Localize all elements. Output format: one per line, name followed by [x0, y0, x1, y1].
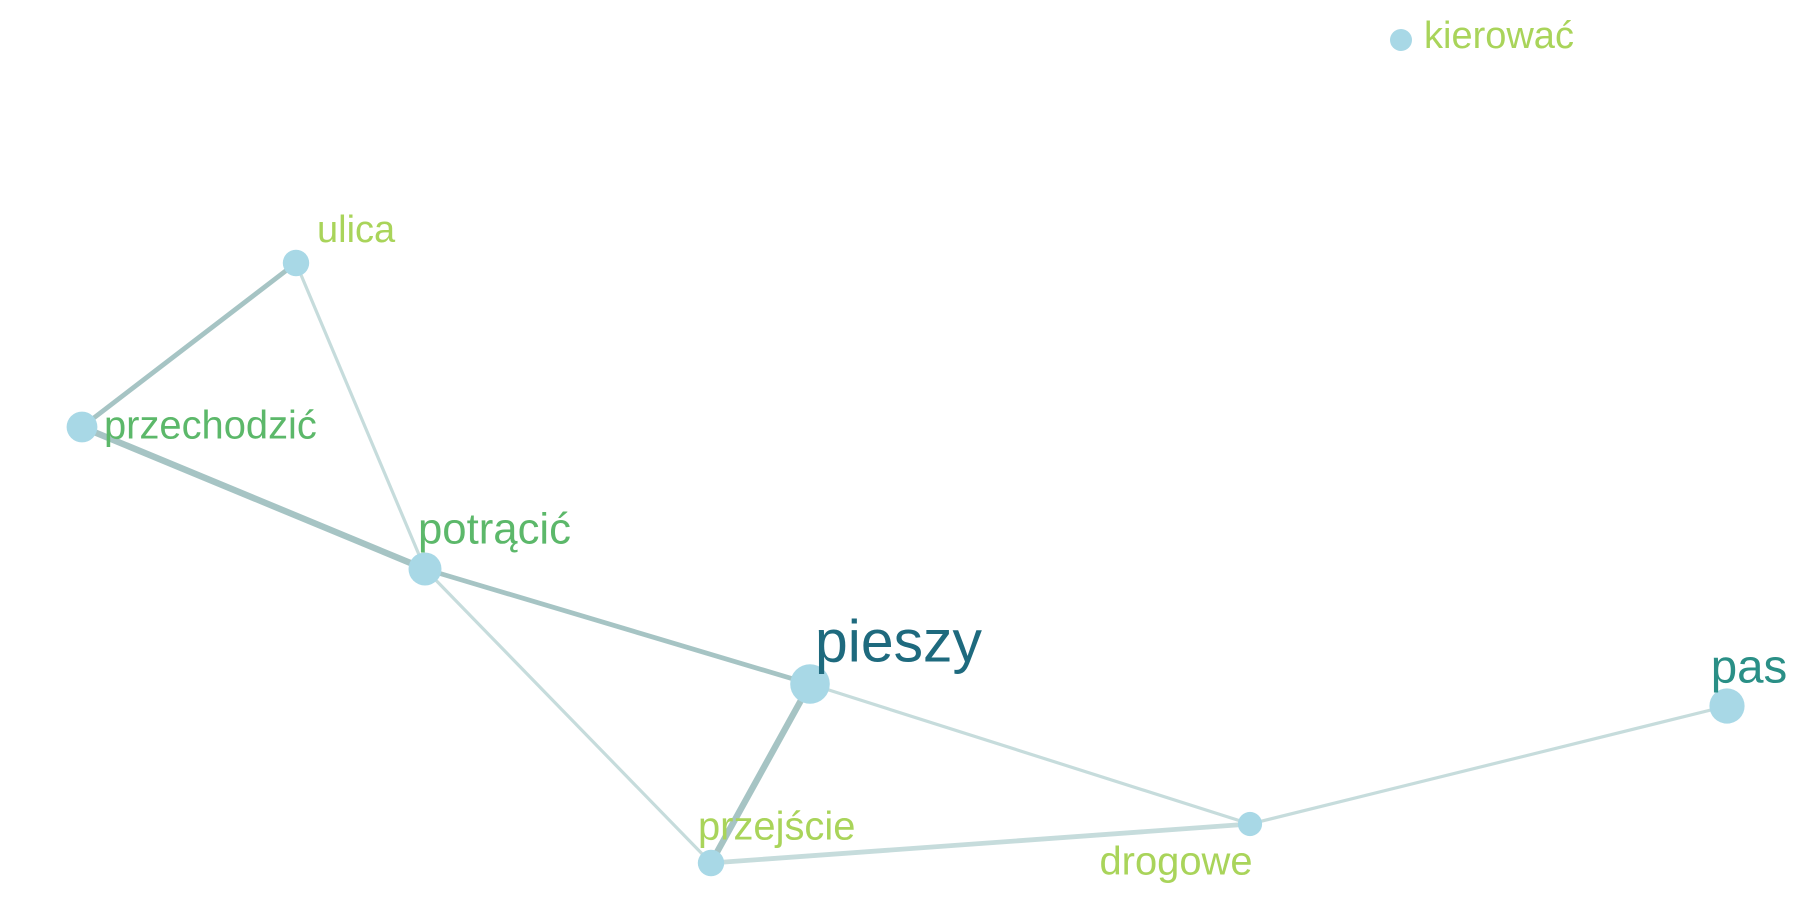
node-przechodzic[interactable] — [66, 411, 98, 443]
node-label-drogowe: drogowe — [1099, 840, 1252, 884]
edge-przejscie-drogowe — [708, 821, 1253, 866]
edge-potracic-przejscie — [423, 567, 713, 865]
node-pieszy[interactable] — [790, 664, 830, 704]
edge-pieszy-przejscie — [707, 680, 814, 867]
edge-przechodzic-potracic — [78, 423, 429, 573]
node-label-przejscie: przejście — [698, 805, 855, 849]
node-potracic[interactable] — [408, 552, 442, 586]
edge-ulica-potracic — [294, 261, 427, 571]
node-przejscie[interactable] — [697, 849, 725, 877]
node-label-potracic: potrącić — [418, 505, 571, 554]
edge-ulica-przechodzic — [79, 260, 299, 430]
node-label-kierowac: kierować — [1424, 15, 1574, 57]
nodes-layer — [66, 29, 1745, 877]
edges-layer — [78, 260, 1729, 867]
node-pas[interactable] — [1709, 688, 1745, 724]
node-ulica[interactable] — [282, 249, 310, 277]
edge-potracic-pieszy — [422, 566, 813, 687]
labels-layer: kierować ulica przechodzić potrącić pieszy pr… — [104, 15, 1787, 884]
node-label-pas: pas — [1711, 641, 1788, 694]
node-drogowe[interactable] — [1237, 811, 1263, 837]
edge-drogowe-pas — [1248, 704, 1729, 826]
node-kierowac[interactable] — [1390, 29, 1412, 51]
node-label-ulica: ulica — [317, 209, 396, 251]
node-label-pieszy: pieszy — [815, 610, 982, 675]
node-label-przechodzic: przechodzić — [104, 404, 317, 448]
edge-pieszy-drogowe — [808, 682, 1252, 826]
